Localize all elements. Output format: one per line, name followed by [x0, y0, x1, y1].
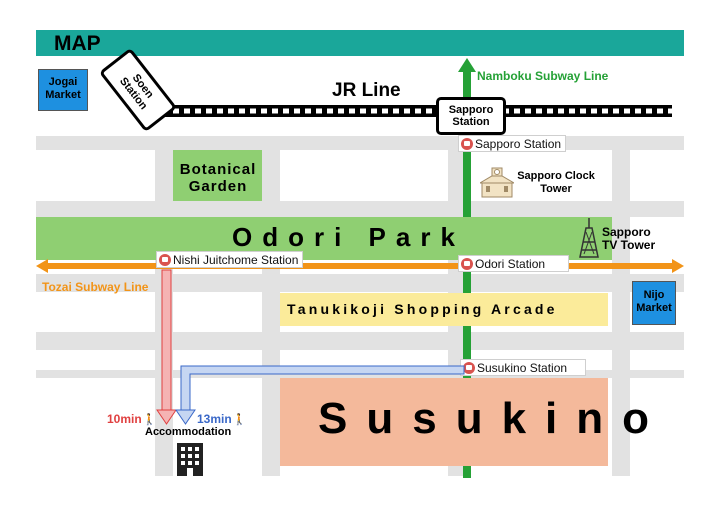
blue-route-path: [180, 365, 465, 411]
tv-tower-icon: [579, 218, 599, 258]
blue-route-time: 13min 🚶: [197, 412, 246, 426]
metro-icon: [461, 257, 473, 270]
odori-station-tag[interactable]: Odori Station: [458, 255, 569, 272]
sapporo-subway-station-label: Sapporo Station: [475, 136, 562, 151]
susukino-block: [280, 378, 608, 466]
metro-icon: [461, 137, 473, 150]
jogai-market-label: Jogai Market: [45, 76, 81, 101]
red-route-time: 10min 🚶: [107, 412, 156, 426]
tv-tower-label: Sapporo TV Tower: [602, 225, 656, 252]
botanical-garden-label: Botanical Garden: [179, 161, 257, 195]
walking-person-icon: 🚶: [142, 413, 157, 426]
botanical-garden-block: [173, 150, 262, 201]
accommodation-label: Accommodation: [145, 426, 232, 438]
nishi-station-label: Nishi Juitchome Station: [173, 252, 299, 267]
nijo-market-label: Nijo Market: [636, 289, 672, 314]
metro-icon: [159, 253, 171, 266]
susukino-station-label: Susukino Station: [477, 360, 568, 375]
tozai-line-label: Tozai Subway Line: [42, 280, 149, 294]
sapporo-jr-station-sign[interactable]: Sapporo Station: [436, 97, 506, 135]
namboku-arrow-icon: [458, 58, 476, 72]
red-route-time-label: 10min: [107, 412, 142, 426]
building-icon: [177, 443, 203, 476]
road-h-2: [36, 201, 684, 217]
red-route-path: [161, 269, 172, 411]
nishi-station-tag[interactable]: Nishi Juitchome Station: [156, 251, 304, 268]
odori-station-label: Odori Station: [475, 256, 546, 271]
odori-park-block: [36, 217, 612, 260]
odori-park-label: Odori Park: [232, 222, 465, 252]
road-v-4: [612, 136, 630, 476]
road-h-3: [36, 274, 684, 292]
blue-route-time-label: 13min: [197, 412, 232, 426]
tozai-line: [46, 263, 672, 269]
sapporo-jr-station-label: Sapporo Station: [448, 104, 494, 128]
sapporo-subway-station-tag[interactable]: Sapporo Station: [458, 135, 567, 152]
map-title: MAP: [54, 32, 101, 55]
namboku-line: [463, 70, 471, 478]
susukino-station-tag[interactable]: Susukino Station: [460, 359, 586, 376]
tanukikoji-block: [280, 293, 608, 326]
susukino-label: Susukino: [318, 394, 669, 443]
namboku-line-label: Namboku Subway Line: [477, 69, 609, 83]
tozai-arrow-right-icon: [672, 259, 684, 273]
header-bar: [36, 30, 684, 56]
metro-icon: [463, 361, 475, 374]
red-route-arrowhead: [156, 409, 177, 425]
tanukikoji-label: Tanukikoji Shopping Arcade: [287, 301, 558, 317]
walking-person-icon: 🚶: [232, 413, 247, 426]
jogai-market-block: [38, 69, 88, 111]
jr-line-label: JR Line: [332, 80, 401, 101]
road-h-4: [36, 332, 684, 350]
clock-tower-icon: [480, 167, 514, 198]
clock-tower-label: Sapporo Clock Tower: [517, 170, 595, 195]
nijo-market-block: [632, 281, 676, 325]
tozai-arrow-left-icon: [36, 259, 48, 273]
blue-route-arrowhead: [175, 409, 196, 425]
